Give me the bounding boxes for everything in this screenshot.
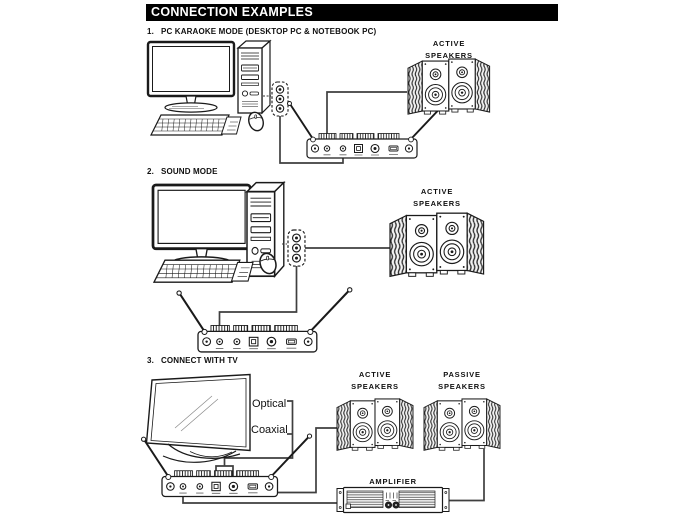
section-1-title: 1. PC KARAOKE MODE (DESKTOP PC & NOTEBOO… — [147, 27, 376, 36]
coaxial-label: Coaxial — [251, 424, 288, 436]
connection-amplifier-to-passive-speakers — [449, 449, 485, 502]
section-2-title: 2. SOUND MODE — [147, 167, 218, 176]
section-2-title-text: SOUND MODE — [160, 167, 218, 176]
passive-speakers-label: PASSIVE SPEAKERS — [438, 370, 486, 391]
section-3-diagram — [140, 373, 501, 514]
active-speakers-drawing — [407, 58, 491, 115]
active-speakers-drawing — [389, 212, 485, 277]
connection-mixer-to-active-speakers — [277, 427, 337, 494]
section-1-diagram — [146, 40, 491, 164]
section-3-title-text: CONNECT WITH TV — [160, 356, 238, 365]
section-1-title-text: PC KARAOKE MODE (DESKTOP PC & NOTEBOOK P… — [160, 27, 377, 36]
amplifier-drawing — [336, 486, 450, 514]
monitor-drawing — [151, 183, 252, 270]
amplifier-label: AMPLIFIER — [369, 477, 417, 486]
connection-mixer-to-speakers — [326, 91, 407, 147]
section-2-diagram — [151, 181, 485, 353]
section-1-number: 1. — [147, 27, 154, 36]
pc-tower-drawing — [237, 40, 271, 114]
active-speakers-label-1: ACTIVE SPEAKERS — [425, 39, 473, 60]
passive-speakers-drawing — [423, 398, 501, 451]
keyboard-drawing — [150, 114, 242, 136]
keyboard-drawing — [153, 259, 254, 283]
audio-jack-panel-drawing — [287, 229, 306, 267]
section-2-number: 2. — [147, 167, 154, 176]
optical-label: Optical — [252, 398, 287, 410]
tv-drawing — [145, 373, 251, 463]
page-title: CONNECTION EXAMPLES — [146, 4, 558, 21]
wireless-mixer-drawing — [175, 286, 353, 353]
mouse-drawing — [245, 109, 267, 134]
connection-optical-coaxial — [223, 400, 294, 466]
section-3-number: 3. — [147, 356, 154, 365]
active-speakers-drawing — [336, 398, 414, 451]
active-speakers-label-2: ACTIVE SPEAKERS — [413, 187, 461, 208]
audio-jack-panel-drawing — [271, 81, 289, 117]
monitor-drawing — [146, 40, 236, 114]
active-speakers-label-3: ACTIVE SPEAKERS — [351, 370, 399, 391]
section-3-title: 3. CONNECT WITH TV — [147, 356, 238, 365]
